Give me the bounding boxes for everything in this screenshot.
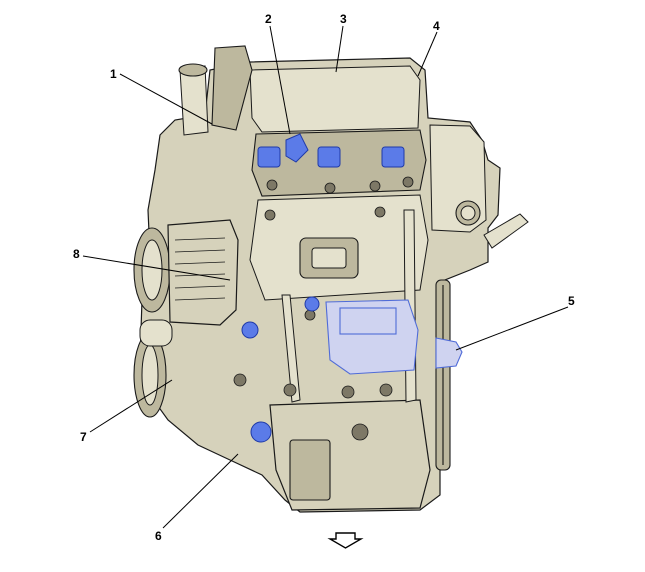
- ignition-coil-1: [257, 146, 281, 168]
- callout-3: 3: [340, 12, 347, 26]
- callout-4: 4: [433, 19, 440, 33]
- callout-1: 1: [110, 67, 117, 81]
- oil-filter-adapter: [250, 421, 272, 443]
- engine-illustration: [133, 45, 529, 513]
- highlighted-components: [241, 133, 463, 443]
- callout-7: 7: [80, 430, 87, 444]
- ignition-coil-2: [317, 146, 341, 168]
- top-sensor: [285, 133, 309, 163]
- callouts: 1 2 3 4 5 6 7 8: [73, 12, 575, 543]
- arrow-down-icon: [327, 532, 364, 549]
- left-sensor: [241, 321, 259, 339]
- callout-2: 2: [265, 12, 272, 26]
- leader-lines: [82, 25, 569, 529]
- starter-sensor: [304, 296, 320, 312]
- callout-6: 6: [155, 529, 162, 543]
- ignition-coil-3: [381, 146, 405, 168]
- callout-8: 8: [73, 247, 80, 261]
- callout-5: 5: [568, 294, 575, 308]
